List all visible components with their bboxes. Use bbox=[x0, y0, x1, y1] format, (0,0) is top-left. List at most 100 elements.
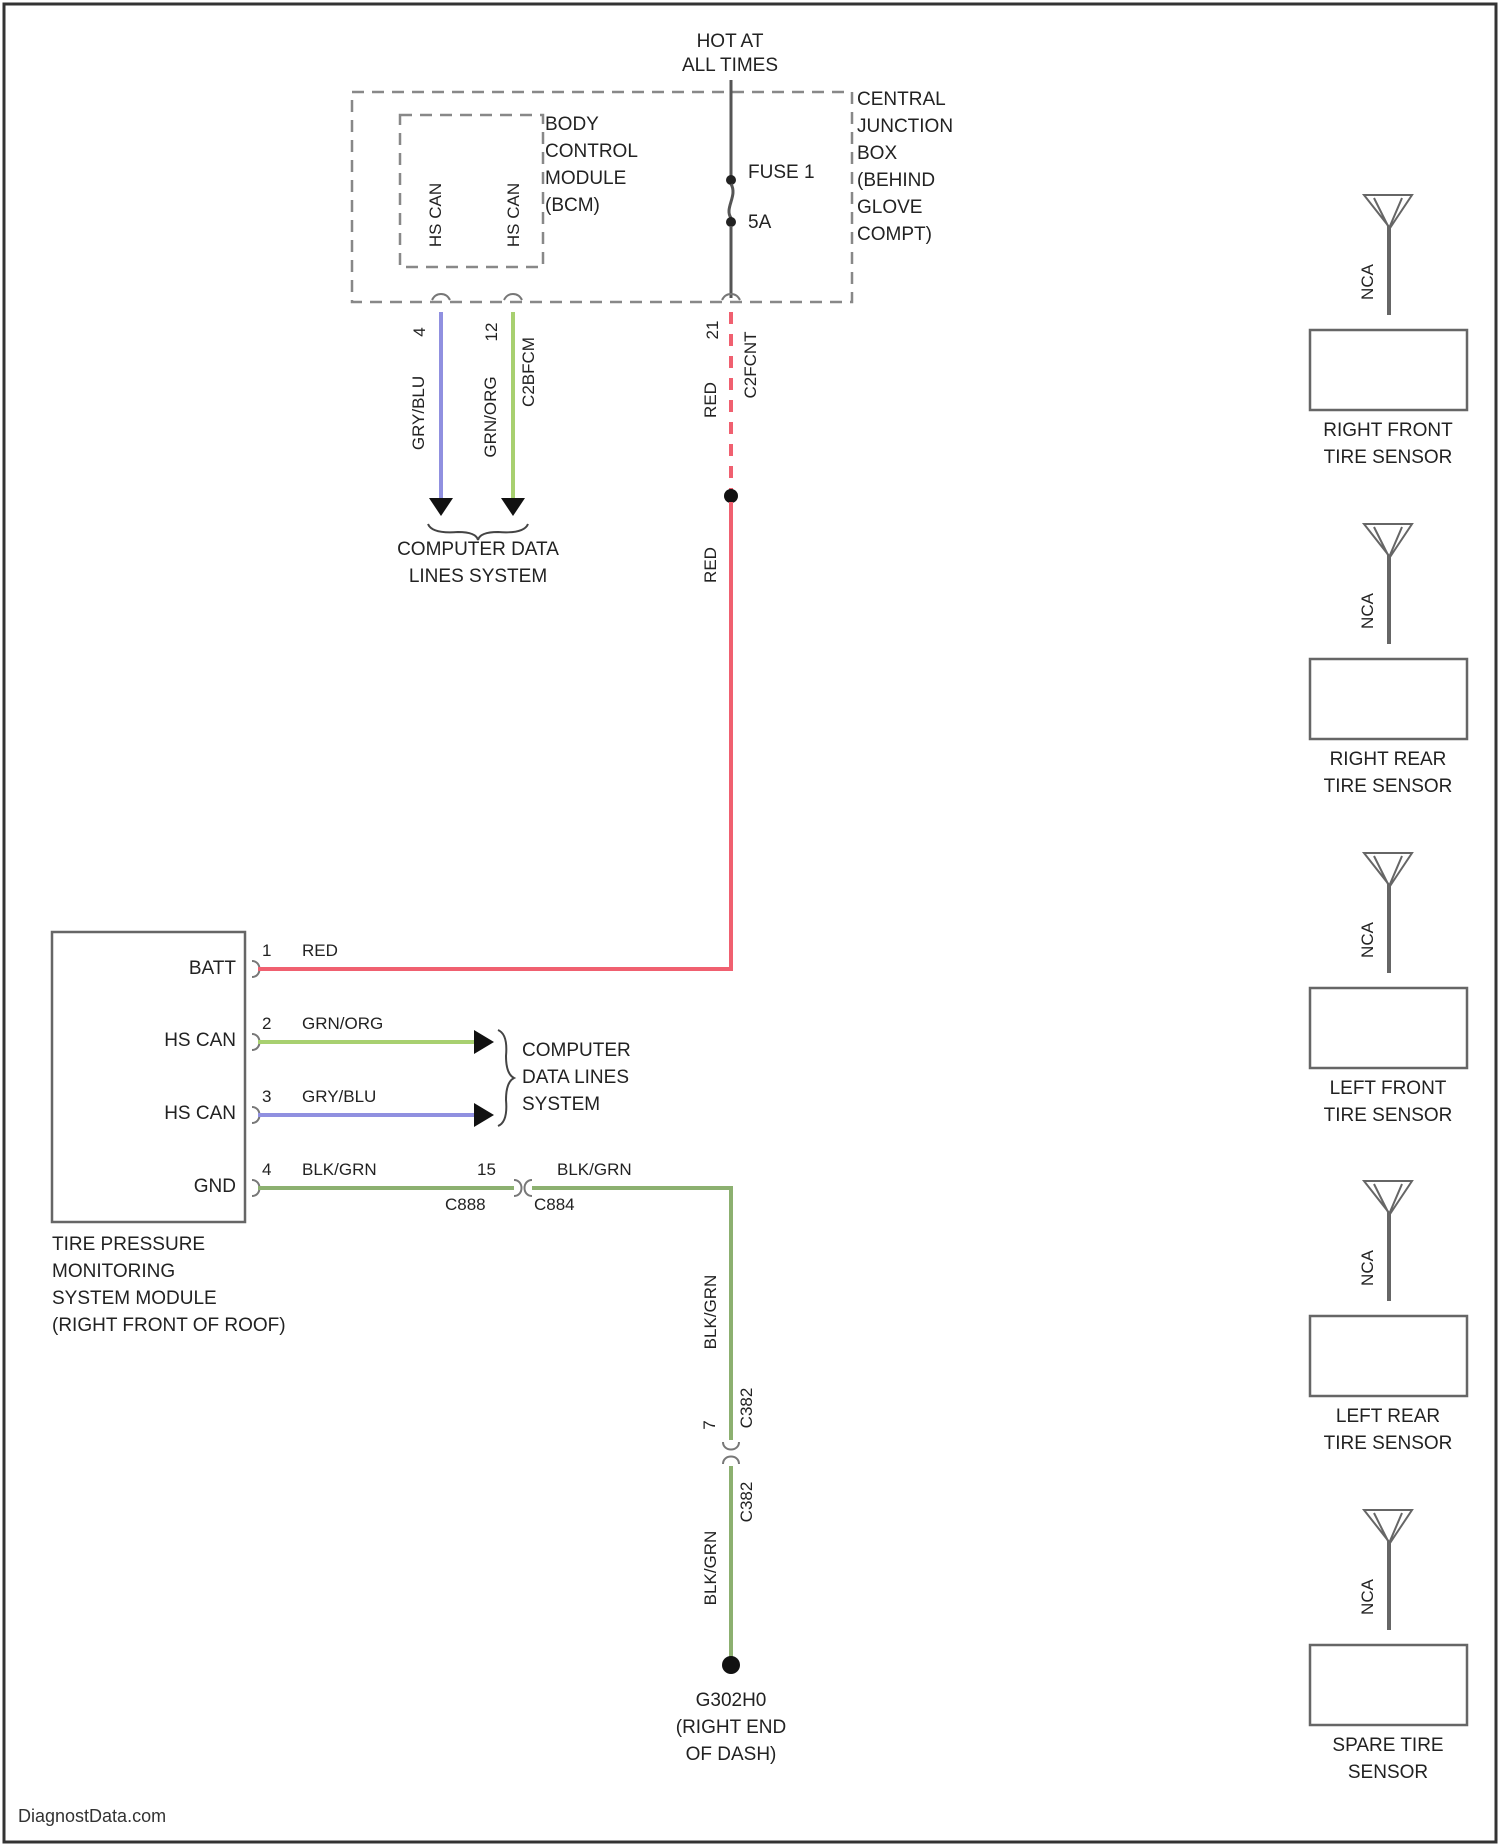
tpms-pin-label-hs-can-plus: HS CAN bbox=[164, 1030, 236, 1051]
sensor-label: TIRE SENSOR bbox=[1324, 776, 1453, 797]
ground-connector-right-id: C884 bbox=[534, 1195, 575, 1214]
sensor-box bbox=[1310, 330, 1467, 410]
ground-point-icon bbox=[722, 1656, 740, 1674]
ground-connector-left-id: C888 bbox=[445, 1195, 486, 1214]
antenna-icon bbox=[1364, 195, 1412, 228]
gnd-vertical-label-upper: BLK/GRN bbox=[701, 1275, 720, 1350]
bcm-label-line: BODY bbox=[545, 114, 599, 135]
hs-can-plus-pin-number: 2 bbox=[262, 1014, 271, 1033]
antenna-nca-label: NCA bbox=[1358, 1578, 1377, 1615]
inline-connector-pin: 7 bbox=[700, 1420, 719, 1429]
sensor-label: LEFT FRONT bbox=[1330, 1078, 1447, 1099]
fuse-icon bbox=[729, 184, 733, 218]
bcm-label-line: (BCM) bbox=[545, 195, 600, 216]
tire-sensor: NCA LEFT REAR TIRE SENSOR bbox=[1310, 1181, 1467, 1454]
gry-blu-label: GRY/BLU bbox=[409, 376, 428, 450]
tpms-data-brace bbox=[498, 1030, 514, 1126]
tpms-data-lines-label: SYSTEM bbox=[522, 1094, 600, 1115]
bcm-pin2-number: 12 bbox=[482, 323, 501, 342]
sensor-box bbox=[1310, 1645, 1467, 1725]
tire-sensors-section: NCA RIGHT FRONT TIRE SENSOR NCA RIGHT RE… bbox=[1310, 195, 1467, 1783]
tpms-pin-label-hs-can-minus: HS CAN bbox=[164, 1103, 236, 1124]
tpms-pin-label-gnd: GND bbox=[194, 1176, 236, 1197]
tpms-module-label: SYSTEM MODULE bbox=[52, 1288, 217, 1309]
sensor-label: SPARE TIRE bbox=[1332, 1735, 1443, 1756]
bcm-pin-hs-can-minus: HS CAN bbox=[504, 183, 523, 247]
bcm-label-line: CONTROL bbox=[545, 141, 638, 162]
cjb-label-line: CENTRAL bbox=[857, 89, 946, 110]
ground-section: 15 C888 C884 BLK/GRN BLK/GRN 7 C382 C382… bbox=[445, 1160, 786, 1765]
cjb-label-line: JUNCTION bbox=[857, 116, 953, 137]
bcm-data-arrow-1 bbox=[429, 498, 453, 516]
cjb-label-line: COMPT) bbox=[857, 224, 932, 245]
tpms-section: BATT HS CAN HS CAN GND 1 RED 2 GRN/ORG 3… bbox=[52, 932, 733, 1336]
tire-sensor: NCA RIGHT REAR TIRE SENSOR bbox=[1310, 524, 1467, 797]
bcm-connector-symbol bbox=[432, 294, 450, 300]
hs-can-plus-arrow bbox=[474, 1030, 494, 1054]
ground-connector-pin: 15 bbox=[477, 1160, 496, 1179]
hot-at-label-1: HOT AT bbox=[697, 31, 764, 52]
ground-label: (RIGHT END bbox=[676, 1717, 786, 1738]
fuse-label: FUSE 1 bbox=[748, 162, 815, 183]
sensor-label: RIGHT FRONT bbox=[1323, 420, 1453, 441]
tire-sensor: NCA SPARE TIRE SENSOR bbox=[1310, 1510, 1467, 1783]
hs-can-minus-arrow bbox=[474, 1103, 494, 1127]
batt-wire-color: RED bbox=[302, 941, 338, 960]
red-wire-label-lower: RED bbox=[701, 547, 720, 583]
cjb-connector-id: C2FCNT bbox=[741, 331, 760, 398]
tpms-data-lines-label: DATA LINES bbox=[522, 1067, 629, 1088]
red-splice-dot bbox=[724, 489, 738, 503]
antenna-icon bbox=[1364, 524, 1412, 557]
antenna-icon bbox=[1364, 1181, 1412, 1214]
bcm-connector-id: C2BFCM bbox=[519, 337, 538, 407]
sensor-box bbox=[1310, 988, 1467, 1068]
sensor-label: TIRE SENSOR bbox=[1324, 447, 1453, 468]
inline-connector-symbol bbox=[723, 1442, 739, 1450]
ground-label: G302H0 bbox=[696, 1690, 767, 1711]
antenna-icon bbox=[1364, 1510, 1412, 1543]
tire-sensor: NCA LEFT FRONT TIRE SENSOR bbox=[1310, 853, 1467, 1126]
bcm-pin-hs-can-plus: HS CAN bbox=[426, 183, 445, 247]
hs-can-minus-wire-color: GRY/BLU bbox=[302, 1087, 376, 1106]
tpms-module-label: TIRE PRESSURE bbox=[52, 1234, 205, 1255]
red-wire-label-upper: RED bbox=[701, 382, 720, 418]
tpms-module-label: MONITORING bbox=[52, 1261, 175, 1282]
hot-at-label-2: ALL TIMES bbox=[682, 55, 778, 76]
antenna-nca-label: NCA bbox=[1358, 592, 1377, 629]
grn-org-label: GRN/ORG bbox=[481, 376, 500, 457]
tpms-module-label: (RIGHT FRONT OF ROOF) bbox=[52, 1315, 286, 1336]
bcm-data-lines-label: LINES SYSTEM bbox=[409, 566, 547, 587]
gnd-wire-color: BLK/GRN bbox=[302, 1160, 377, 1179]
inline-connector-upper-id: C382 bbox=[737, 1388, 756, 1429]
cjb-label-line: (BEHIND bbox=[857, 170, 935, 191]
tpms-data-lines-label: COMPUTER bbox=[522, 1040, 631, 1061]
hs-can-minus-pin-number: 3 bbox=[262, 1087, 271, 1106]
inline-connector-symbol bbox=[723, 1457, 739, 1465]
bcm-data-lines-label: COMPUTER DATA bbox=[397, 539, 559, 560]
sensor-label: TIRE SENSOR bbox=[1324, 1433, 1453, 1454]
fuse-terminal-bottom bbox=[726, 217, 736, 227]
bcm-pin1-number: 4 bbox=[410, 327, 429, 336]
fuse-terminal-top bbox=[726, 175, 736, 185]
hs-can-plus-wire-color: GRN/ORG bbox=[302, 1014, 383, 1033]
outer-frame bbox=[4, 4, 1496, 1842]
bcm-section: BODY CONTROL MODULE (BCM) HS CAN HS CAN … bbox=[397, 114, 638, 587]
sensor-label: RIGHT REAR bbox=[1330, 749, 1447, 770]
bcm-connector-symbol bbox=[504, 294, 522, 300]
fuse-amps: 5A bbox=[748, 212, 772, 233]
gnd-connector-symbol bbox=[525, 1180, 533, 1196]
sensor-label: SENSOR bbox=[1348, 1762, 1428, 1783]
gnd-connector-symbol bbox=[514, 1180, 522, 1196]
bcm-label-line: MODULE bbox=[545, 168, 626, 189]
antenna-nca-label: NCA bbox=[1358, 263, 1377, 300]
sensor-box bbox=[1310, 1316, 1467, 1396]
bcm-data-arrow-2 bbox=[501, 498, 525, 516]
ground-label: OF DASH) bbox=[686, 1744, 777, 1765]
cjb-label: CENTRAL JUNCTION BOX (BEHIND GLOVE COMPT… bbox=[857, 89, 953, 245]
sensor-box bbox=[1310, 659, 1467, 739]
watermark: DiagnostData.com bbox=[18, 1806, 166, 1826]
sensor-label: TIRE SENSOR bbox=[1324, 1105, 1453, 1126]
antenna-nca-label: NCA bbox=[1358, 921, 1377, 958]
red-pin-number: 21 bbox=[703, 321, 722, 340]
